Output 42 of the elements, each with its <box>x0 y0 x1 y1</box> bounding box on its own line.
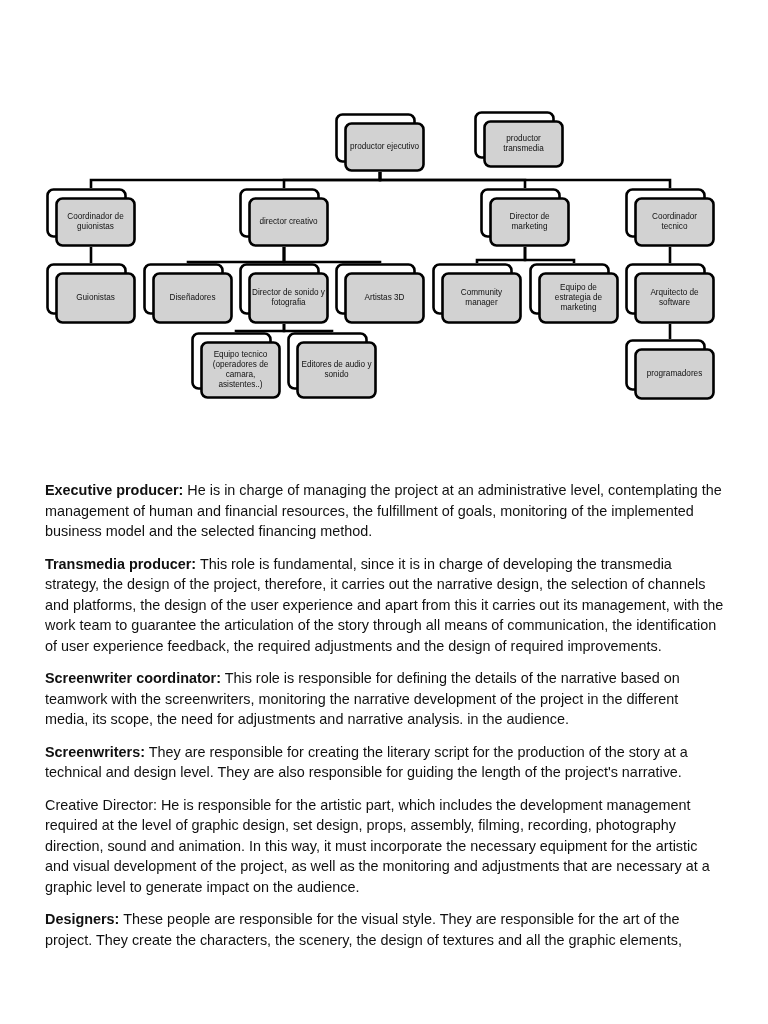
org-box <box>474 111 564 168</box>
box-label: Equipo tecnico (operadores de camara, asistentes..) <box>211 350 270 390</box>
org-box <box>432 263 522 324</box>
box-label: director creativo <box>259 217 318 227</box>
org-box <box>143 263 233 324</box>
connector-line <box>282 247 382 265</box>
connector-line <box>523 247 576 263</box>
org-box <box>480 188 570 247</box>
description-paragraph: Creative Director: He is responsible for the artistic part, which includes the development management required at the level of graphic design, set design, props, assembly, filming, recording, photography direction, sound and animation. In this way, it must incorporate the necessary equipment for the artistic and visual development of the project, as well as the monitoring and adjustments that are necessary at a graphic level to generate impact on the audience. <box>45 795 711 897</box>
box-label: Equipo de estrategia de marketing <box>553 283 604 313</box>
box-label: Director de marketing <box>508 212 551 232</box>
box-label: Arquitecto de software <box>649 288 700 308</box>
box-label: productor transmedia <box>502 134 545 154</box>
org-box <box>335 263 425 324</box>
org-box <box>46 263 136 324</box>
org-box <box>335 113 425 172</box>
box-label: Director de sonido y fotografia <box>252 288 325 308</box>
org-box <box>625 339 715 400</box>
box-label: Diseñadores <box>169 293 216 303</box>
box-label: programadores <box>646 369 703 379</box>
description-paragraph: Designers: These people are responsible for the visual style. They are responsible for the art of the project. They create the characters, the scenery, the design of textures and all the graphic elements, <box>45 910 683 950</box>
box-label: Artistas 3D <box>364 293 405 303</box>
box-label: productor ejecutivo <box>349 142 420 152</box>
org-box <box>239 263 329 324</box>
connector-line <box>378 172 672 188</box>
org-box <box>625 263 715 324</box>
org-box <box>191 332 281 399</box>
connector-line <box>282 324 334 334</box>
box-label: Guionistas <box>76 293 115 303</box>
description-paragraph: Screenwriter coordinator: This role is responsible for defining the details of the narrative based on teamwork with the screenwriters, monitoring the narrative development of the project in the different media, its scope, the need for adjustments and narrative analysis. in the audience. <box>45 669 681 729</box>
box-label: Community manager <box>459 288 504 308</box>
box-label: Editores de audio y sonido <box>300 360 373 380</box>
description-paragraph: Screenwriters: They are responsible for creating the literary script for the production of the story at a technical and design level. They are also responsible for guiding the length of the project's narrative. <box>45 742 689 782</box>
description-paragraph: Transmedia producer: This role is fundamental, since it is in charge of developing the transmedia strategy, the design of the project, therefore, it carries out the narrative design, the selection of channels and platforms, the design of the user experience and apart from this it carries out its management, with the work team to guarantee the articulation of the story through all means of communication, the identification of user experience feedback, the required adjustments and the design of required improvements. <box>45 554 725 656</box>
org-box <box>625 188 715 247</box>
org-box <box>46 188 136 247</box>
box-label: Coordinador de guionistas <box>66 212 125 232</box>
box-label: Coordinador tecnico <box>650 212 699 232</box>
description-paragraph: Executive producer: He is in charge of managing the project at an administrative level, contemplating the management of human and financial resources, the fulfillment of goals, monitoring of the implemented business model and the selected financing method. <box>45 481 723 541</box>
org-box <box>287 332 377 399</box>
org-box <box>529 263 619 324</box>
org-box <box>239 188 329 247</box>
